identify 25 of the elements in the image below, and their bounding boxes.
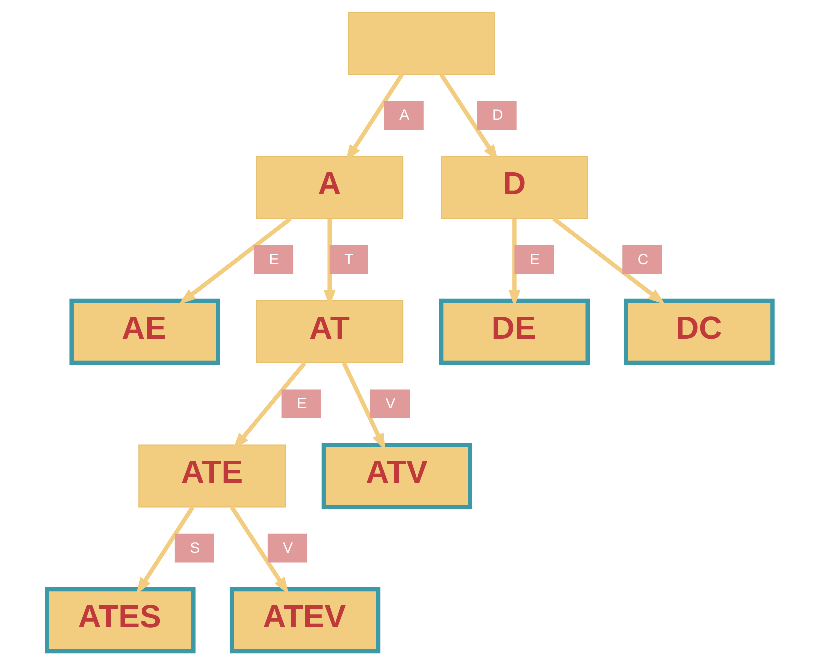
edge-label: T: [344, 251, 354, 268]
node-box: [348, 12, 496, 76]
arrow: [136, 506, 195, 595]
arrow: [179, 217, 292, 305]
arrow: [230, 506, 290, 595]
edge-label: V: [283, 540, 294, 557]
edge-label: D: [492, 107, 504, 124]
node-box: ATEV: [230, 587, 381, 654]
node-box: AT: [256, 300, 404, 364]
node-box: DE: [439, 298, 590, 366]
edge-label: E: [297, 396, 307, 413]
node-box: AE: [70, 298, 220, 366]
node-box: DC: [624, 298, 775, 366]
edge-label: E: [269, 251, 280, 268]
node-box: ATES: [45, 587, 196, 654]
node-box: A: [256, 156, 404, 220]
edge-label: S: [190, 540, 200, 557]
edge-label: E: [530, 251, 540, 268]
node-box: ATE: [138, 444, 286, 508]
edge-label: C: [638, 251, 649, 268]
edge-label: V: [386, 396, 396, 413]
node-box: D: [440, 156, 588, 220]
arrow: [552, 217, 666, 305]
node-box: ATV: [322, 443, 472, 510]
edge-label: A: [400, 107, 410, 124]
